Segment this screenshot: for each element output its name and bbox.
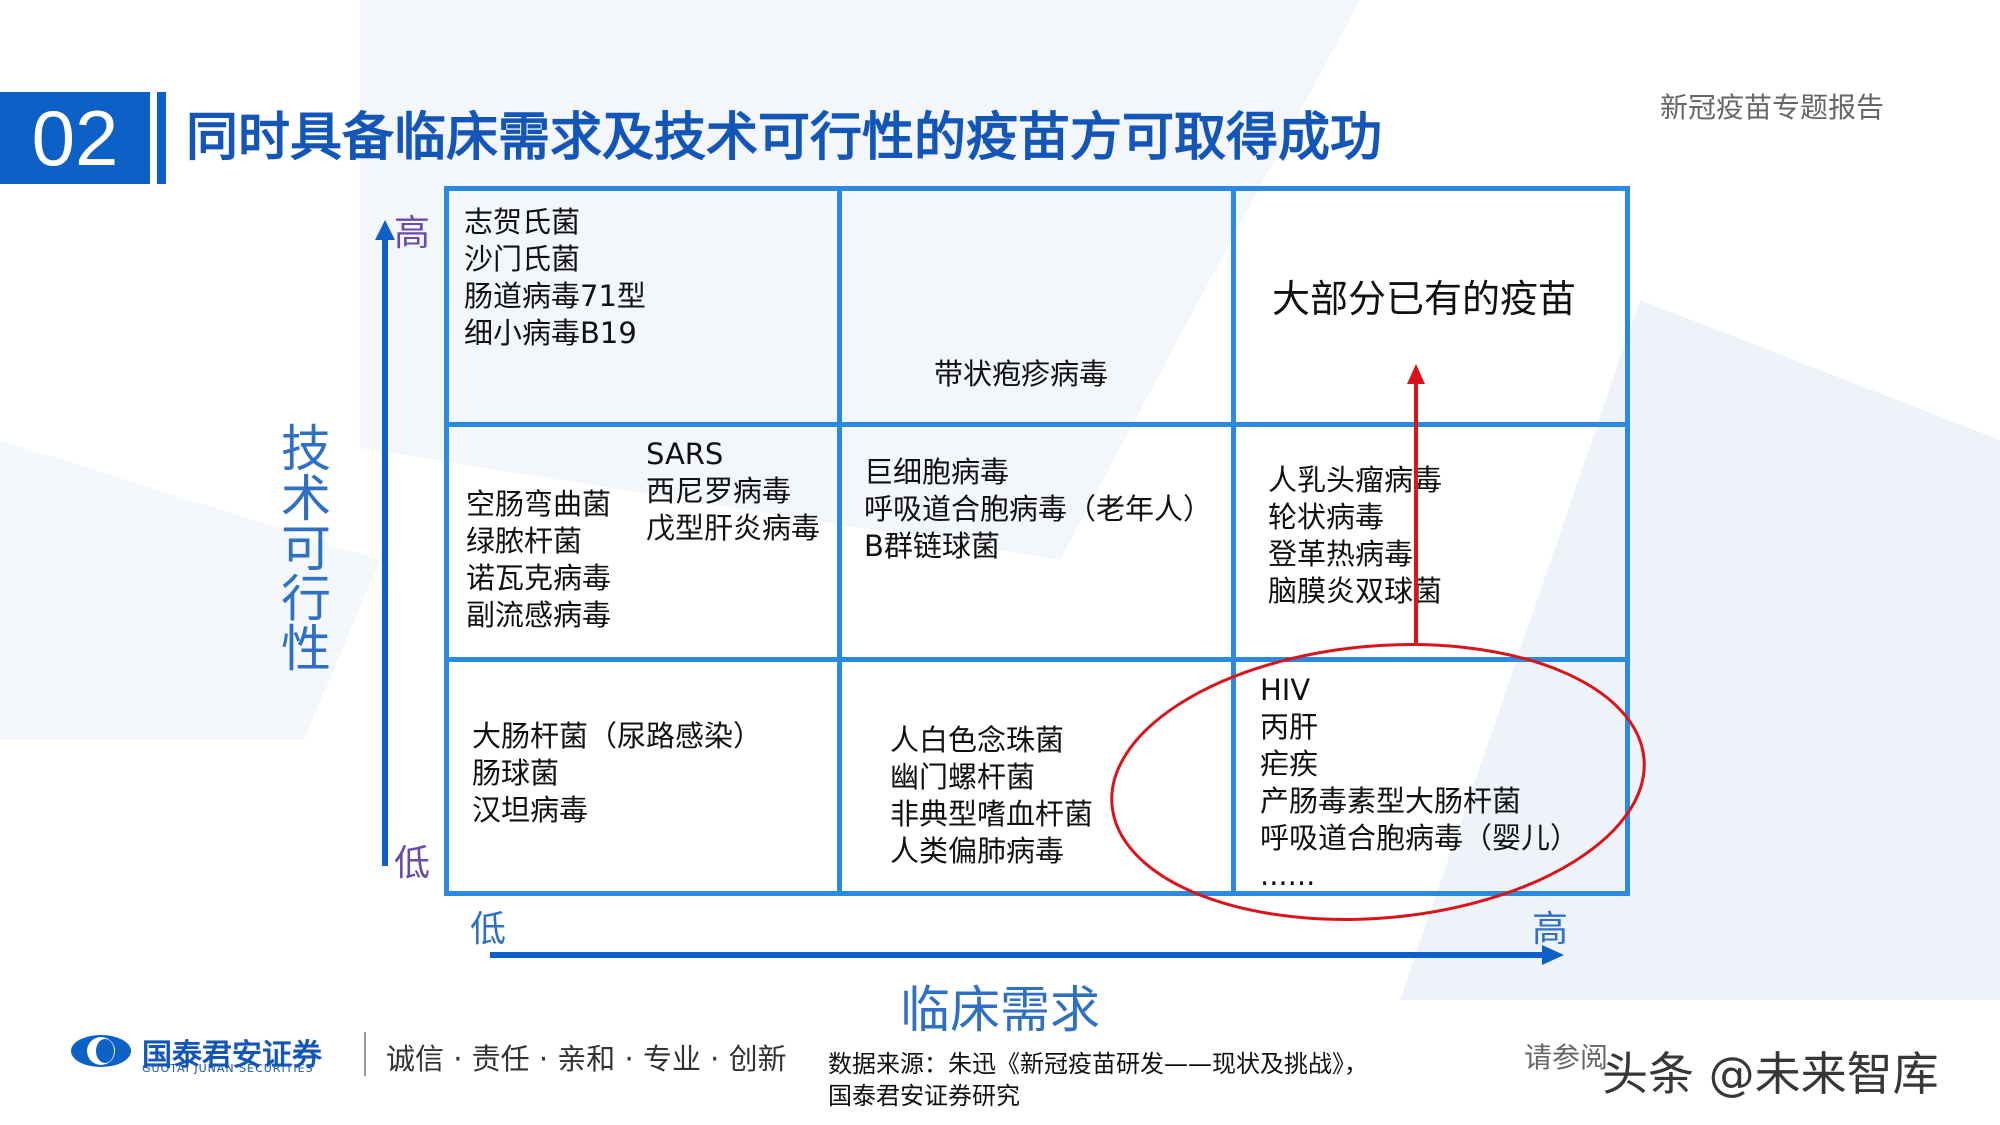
list-item: 幽门螺杆菌: [890, 760, 1036, 794]
grid-line: [1231, 186, 1236, 896]
company-logo-icon: [71, 1035, 131, 1067]
data-source-line: 数据来源：朱迅《新冠疫苗研发——现状及挑战》，: [828, 1050, 1368, 1078]
list-item: 疟疾: [1260, 747, 1319, 781]
y-axis-title-text: 技术可行性: [281, 420, 331, 678]
list-item: 丙肝: [1260, 710, 1319, 744]
list-item: 汉坦病毒: [472, 793, 589, 827]
list-item: 登革热病毒: [1268, 537, 1414, 571]
cell-top-mid: 带状疱疹病毒: [934, 356, 1108, 393]
list-item: 呼吸道合胞病毒（婴儿）: [1260, 821, 1580, 855]
x-axis-arrow: [490, 945, 1564, 965]
matrix-grid: 志贺氏菌 沙门氏菌 肠道病毒71型 细小病毒B19 带状疱疹病毒 大部分已有的疫…: [444, 186, 1630, 896]
grid-line: [444, 891, 1630, 896]
disclaimer-text: 请参阅: [1524, 1041, 1609, 1074]
grid-line: [837, 186, 842, 896]
list-item: 诺瓦克病毒: [466, 561, 612, 595]
x-axis-title: 临床需求: [900, 981, 1100, 1039]
grid-line: [444, 186, 1630, 191]
list-item: HIV: [1260, 673, 1311, 707]
red-highlight-ellipse: [1110, 643, 1646, 921]
list-item: 大肠杆菌（尿路感染）: [472, 719, 763, 753]
list-item: 沙门氏菌: [464, 242, 581, 276]
cell-mid-mid: 巨细胞病毒 呼吸道合胞病毒（老年人） B群链球菌: [864, 454, 1212, 565]
grid-line: [444, 657, 1630, 662]
red-arrow-head: [1407, 364, 1425, 384]
cell-mid-left-a: 空肠弯曲菌 绿脓杆菌 诺瓦克病毒 副流感病毒: [466, 486, 611, 634]
list-item: B群链球菌: [864, 529, 1000, 563]
data-source-line: 国泰君安证券研究: [828, 1082, 1020, 1110]
cell-mid-left-b: SARS 西尼罗病毒 戊型肝炎病毒: [646, 436, 820, 547]
list-item: 人类偏肺病毒: [890, 834, 1065, 868]
x-axis-high-label: 高: [1532, 909, 1569, 950]
page-title: 同时具备临床需求及技术可行性的疫苗方可取得成功: [186, 108, 1383, 168]
grid-line: [444, 422, 1630, 427]
y-axis-low-label: 低: [394, 843, 431, 884]
list-item: 空肠弯曲菌: [466, 487, 612, 521]
list-item: 西尼罗病毒: [646, 474, 792, 508]
data-source: 数据来源：朱迅《新冠疫苗研发——现状及挑战》， 国泰君安证券研究: [828, 1048, 1368, 1112]
y-axis-high-label: 高: [394, 213, 431, 254]
list-item: 脑膜炎双球菌: [1268, 574, 1443, 608]
cell-top-left: 志贺氏菌 沙门氏菌 肠道病毒71型 细小病毒B19: [464, 204, 646, 352]
cell-bot-mid: 人白色念珠菌 幽门螺杆菌 非典型嗜血杆菌 人类偏肺病毒: [890, 722, 1093, 870]
list-item: ......: [1260, 858, 1316, 892]
list-item: 戊型肝炎病毒: [646, 511, 821, 545]
list-item: 肠道病毒71型: [464, 279, 646, 313]
x-axis-low-label: 低: [470, 909, 507, 950]
cell-bot-left: 大肠杆菌（尿路感染） 肠球菌 汉坦病毒: [472, 718, 762, 829]
list-item: 人乳头瘤病毒: [1268, 463, 1443, 497]
section-number: 02: [0, 92, 150, 184]
list-item: 非典型嗜血杆菌: [890, 797, 1094, 831]
list-item: 轮状病毒: [1268, 500, 1385, 534]
section-divider: [157, 92, 166, 184]
report-name: 新冠疫苗专题报告: [1660, 91, 1885, 124]
watermark: 头条 @未来智库: [1602, 1047, 1939, 1101]
y-axis-arrow: [375, 220, 395, 866]
company-brand-en: GUOTAI JUNAN SECURITIES: [142, 1062, 314, 1075]
list-item: 副流感病毒: [466, 598, 612, 632]
grid-line: [444, 186, 449, 896]
cell-mid-right: 人乳头瘤病毒 轮状病毒 登革热病毒 脑膜炎双球菌: [1268, 462, 1442, 610]
list-item: 细小病毒B19: [464, 316, 637, 350]
footer-divider: [364, 1032, 366, 1076]
cell-bot-right: HIV 丙肝 疟疾 产肠毒素型大肠杆菌 呼吸道合胞病毒（婴儿） ......: [1260, 672, 1579, 894]
list-item: 呼吸道合胞病毒（老年人）: [864, 492, 1213, 526]
y-axis-title: 技术可行性: [280, 424, 332, 674]
list-item: 绿脓杆菌: [466, 524, 583, 558]
list-item: 志贺氏菌: [464, 205, 581, 239]
list-item: 肠球菌: [472, 756, 560, 790]
list-item: SARS: [646, 437, 724, 471]
grid-line: [1625, 186, 1630, 896]
list-item: 人白色念珠菌: [890, 723, 1065, 757]
list-item: 巨细胞病毒: [864, 455, 1010, 489]
list-item: 产肠毒素型大肠杆菌: [1260, 784, 1522, 818]
company-brand: 国泰君安证券: [142, 1038, 322, 1073]
company-slogan: 诚信 · 责任 · 亲和 · 专业 · 创新: [386, 1042, 787, 1076]
list-item: 带状疱疹病毒: [934, 357, 1109, 391]
